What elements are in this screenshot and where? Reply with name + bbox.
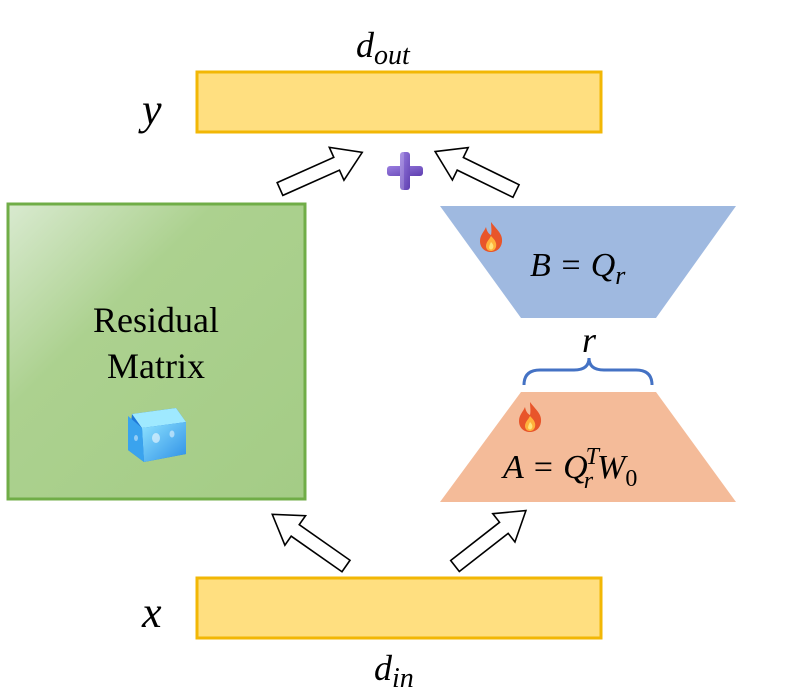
residual-label-line1: Residual [93,300,219,340]
d-in-label: din [374,648,414,694]
input-bar [195,576,603,640]
y-label: y [138,85,162,134]
output-bar [195,70,603,134]
rank-label: r [582,320,597,360]
matrix-a-trapezoid [440,392,736,502]
matrix-b-formula: B = Qr [530,247,626,290]
plus-icon [387,152,423,190]
arrow-residual-to-sum [276,146,364,197]
ice-cube-icon [128,408,186,462]
x-label: x [141,588,162,637]
d-out-label: dout [356,25,411,71]
arrow-b-to-sum [433,146,521,199]
matrix-b-trapezoid [440,206,736,318]
arrow-input-to-residual [271,513,352,573]
residual-label-line2: Matrix [107,346,205,386]
arrow-input-to-a [449,509,528,573]
rank-brace [522,357,654,386]
